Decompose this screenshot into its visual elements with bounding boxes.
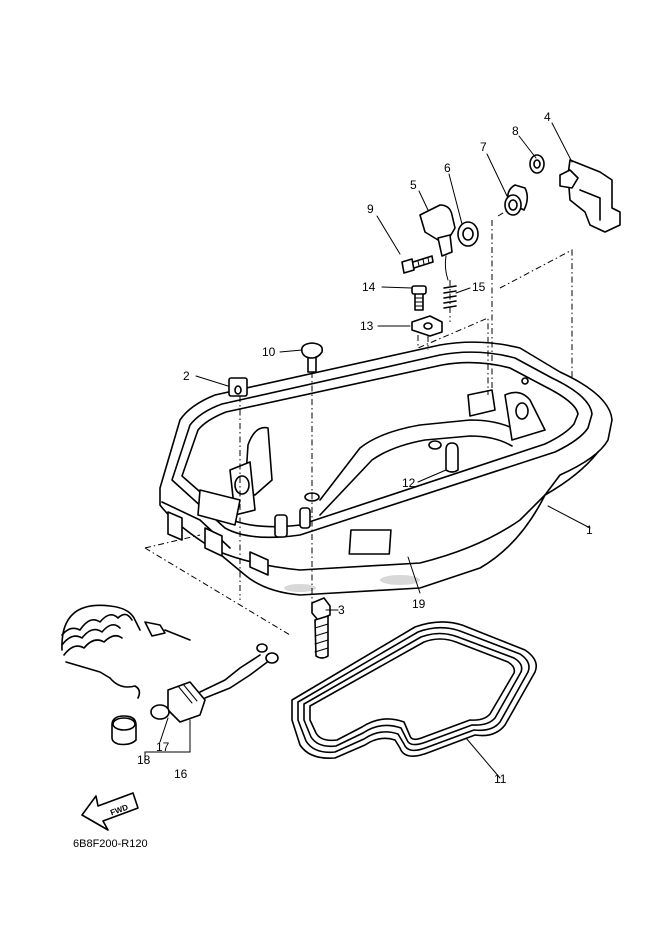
callout-1: 1 [586,523,593,537]
callout-2: 2 [183,369,190,383]
callout-18: 18 [137,753,151,767]
reference-code: 6B8F200-R120 [73,838,148,850]
callout-13: 13 [360,319,374,333]
callout-14: 14 [362,280,376,294]
leader-lines [144,122,591,779]
callout-6: 6 [444,161,451,175]
small-parts-drawing [228,154,621,473]
callout-17: 17 [156,740,170,754]
callout-10: 10 [262,345,276,359]
callout-12: 12 [402,476,416,490]
callout-4: 4 [544,110,551,124]
callout-15: 15 [472,280,486,294]
callout-8: 8 [512,124,519,138]
callout-7: 7 [480,140,487,154]
callout-labels: 1 2 3 4 5 6 7 8 9 10 11 12 13 14 15 16 1… [137,110,593,786]
callout-5: 5 [410,178,417,192]
grommet-plug-drawing [311,597,331,659]
callout-16: 16 [174,767,188,781]
stop-switch-drawing [61,604,279,746]
callout-11: 11 [494,772,507,786]
callout-19: 19 [412,597,426,611]
callout-3: 3 [338,603,345,617]
forward-arrow-icon: FWD [81,792,139,831]
bottom-cowling-drawing [159,341,613,596]
callout-9: 9 [367,202,374,216]
seal-drawing [291,621,538,760]
